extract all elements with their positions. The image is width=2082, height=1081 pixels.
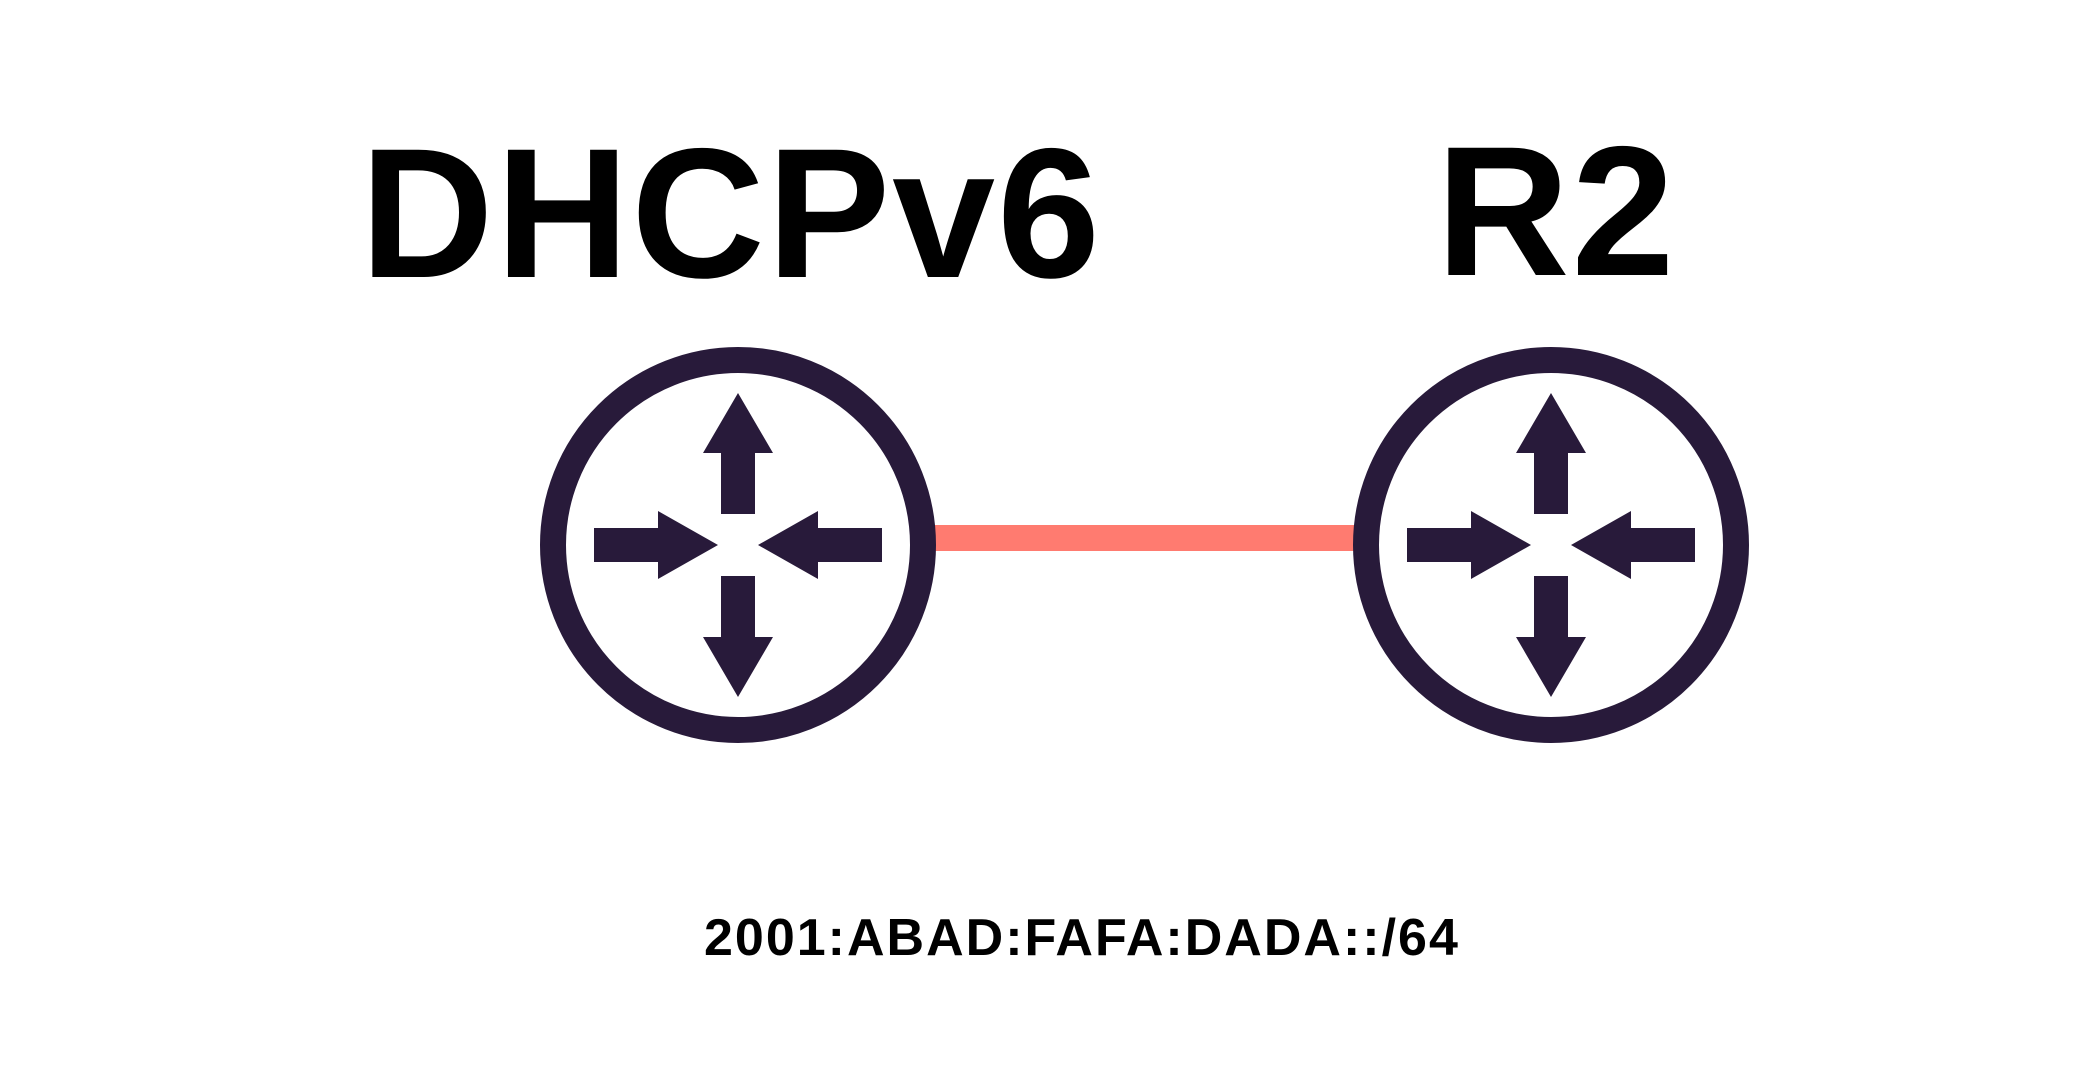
router-icon-r2 — [1353, 347, 1749, 743]
dhcpv6-label: DHCPv6 — [360, 111, 1102, 317]
ipv6-prefix-label: 2001:ABAD:FAFA:DADA::/64 — [704, 909, 1460, 967]
r2-label: R2 — [1436, 109, 1677, 315]
router-circle — [1353, 347, 1749, 743]
router-icon-dhcpv6 — [540, 347, 936, 743]
router-circle — [540, 347, 936, 743]
